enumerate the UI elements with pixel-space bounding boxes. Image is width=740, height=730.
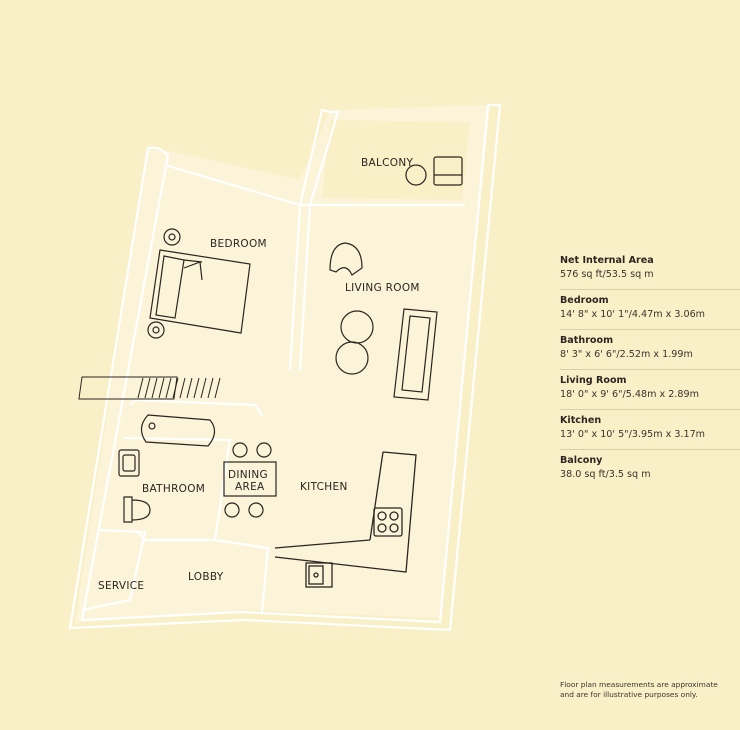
dining-table-icon: [223, 461, 277, 497]
kitchen-fixtures: [274, 451, 417, 588]
room-label-service: SERVICE: [98, 580, 144, 592]
room-label-dining-area: DINING: [228, 469, 268, 481]
spec-value: 8' 3" x 6' 6"/2.52m x 1.99m: [560, 349, 693, 360]
spec-name: Living Room: [560, 375, 627, 386]
outer-walls: [68, 103, 502, 632]
bathroom-fixtures: [118, 414, 216, 523]
room-label-kitchen: KITCHEN: [300, 481, 348, 493]
disclaimer-line: Floor plan measurements are approximate: [560, 680, 718, 689]
spec-value: 38.0 sq ft/3.5 sq m: [560, 469, 651, 480]
bed-icon: [149, 249, 251, 334]
spec-row-net-internal-area: Net Internal Area 576 sq ft/53.5 sq m: [560, 250, 740, 290]
bedroom-furniture: [147, 228, 251, 339]
armchair-icon: [329, 242, 363, 276]
wardrobe-icon: [78, 376, 221, 400]
sink-icon: [118, 449, 140, 477]
spec-row-living-room: Living Room 18' 0" x 9' 6"/5.48m x 2.89m: [560, 370, 740, 410]
room-label-bedroom: BEDROOM: [210, 238, 267, 250]
coffee-table-icon: [335, 341, 369, 375]
bathtub-icon: [140, 414, 216, 447]
spec-row-bathroom: Bathroom 8' 3" x 6' 6"/2.52m x 1.99m: [560, 330, 740, 370]
spec-value: 14' 8" x 10' 1"/4.47m x 3.06m: [560, 309, 706, 320]
balcony-furniture: [405, 156, 463, 186]
spec-name: Bedroom: [560, 295, 609, 306]
spec-row-balcony: Balcony 38.0 sq ft/3.5 sq m: [560, 450, 740, 489]
disclaimer-line: and are for illustrative purposes only.: [560, 689, 698, 699]
spec-value: 18' 0" x 9' 6"/5.48m x 2.89m: [560, 389, 699, 400]
balcony-chair-icon: [433, 156, 463, 186]
sofa-icon: [393, 308, 438, 401]
dining-furniture: [223, 442, 277, 518]
balcony-area: [322, 120, 470, 200]
room-label-lobby: LOBBY: [188, 571, 224, 583]
apartment-interior: [75, 105, 490, 623]
room-label-dining-area-line2: AREA: [235, 481, 265, 493]
spec-row-kitchen: Kitchen 13' 0" x 10' 5"/3.95m x 3.17m: [560, 410, 740, 450]
spec-name: Net Internal Area: [560, 255, 654, 266]
disclaimer-note: Floor plan measurements are approximate …: [560, 680, 735, 699]
hob-icon: [373, 507, 403, 537]
spec-name: Bathroom: [560, 335, 614, 346]
room-label-living-room: LIVING ROOM: [345, 282, 420, 294]
living-room-furniture: [329, 242, 438, 401]
room-label-balcony: BALCONY: [361, 157, 413, 169]
kitchen-counter: [274, 451, 417, 573]
kitchen-sink-icon: [305, 562, 333, 588]
balcony-table-icon: [405, 164, 427, 186]
spec-name: Balcony: [560, 455, 603, 466]
spec-value: 576 sq ft/53.5 sq m: [560, 269, 654, 280]
toilet-icon: [123, 496, 151, 523]
area-specifications: Net Internal Area 576 sq ft/53.5 sq m Be…: [560, 250, 740, 489]
spec-name: Kitchen: [560, 415, 602, 426]
spec-row-bedroom: Bedroom 14' 8" x 10' 1"/4.47m x 3.06m: [560, 290, 740, 330]
bedside-lamp-icon: [147, 321, 165, 339]
spec-value: 13' 0" x 10' 5"/3.95m x 3.17m: [560, 429, 706, 440]
bedside-lamp-icon: [163, 228, 181, 246]
floor-plan: BALCONY BEDROOM LIVING ROOM BATHROOM DIN…: [68, 103, 502, 632]
room-label-bathroom: BATHROOM: [142, 483, 205, 495]
